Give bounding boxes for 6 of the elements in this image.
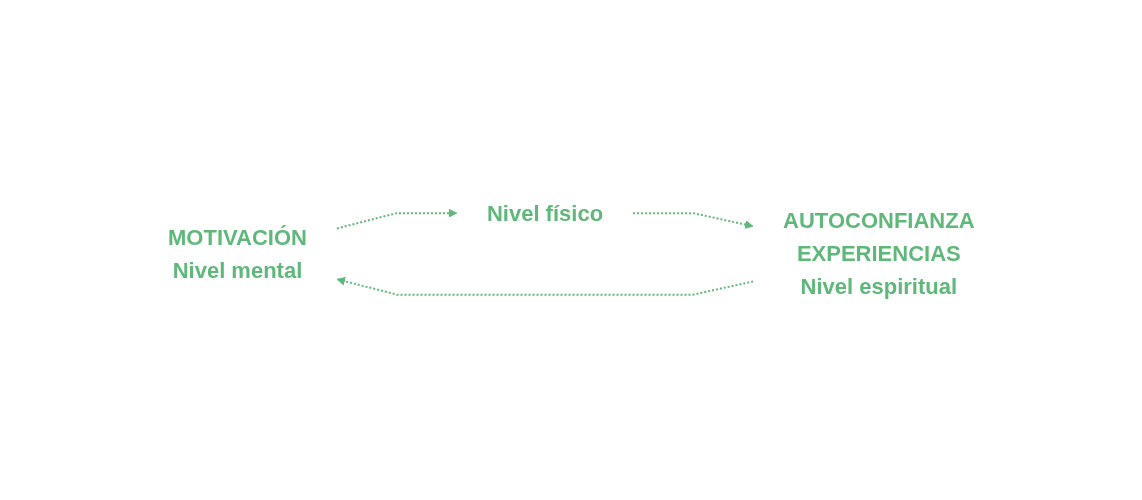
node-text: AUTOCONFIANZA EXPERIENCIAS Nivel espiritual — [782, 208, 975, 300]
node-text: Nivel físico — [486, 200, 603, 226]
node-text: MOTIVACIÓN Nivel mental — [167, 224, 307, 283]
arrow — [631, 212, 754, 229]
arrow — [336, 277, 754, 296]
arrow — [335, 208, 458, 230]
